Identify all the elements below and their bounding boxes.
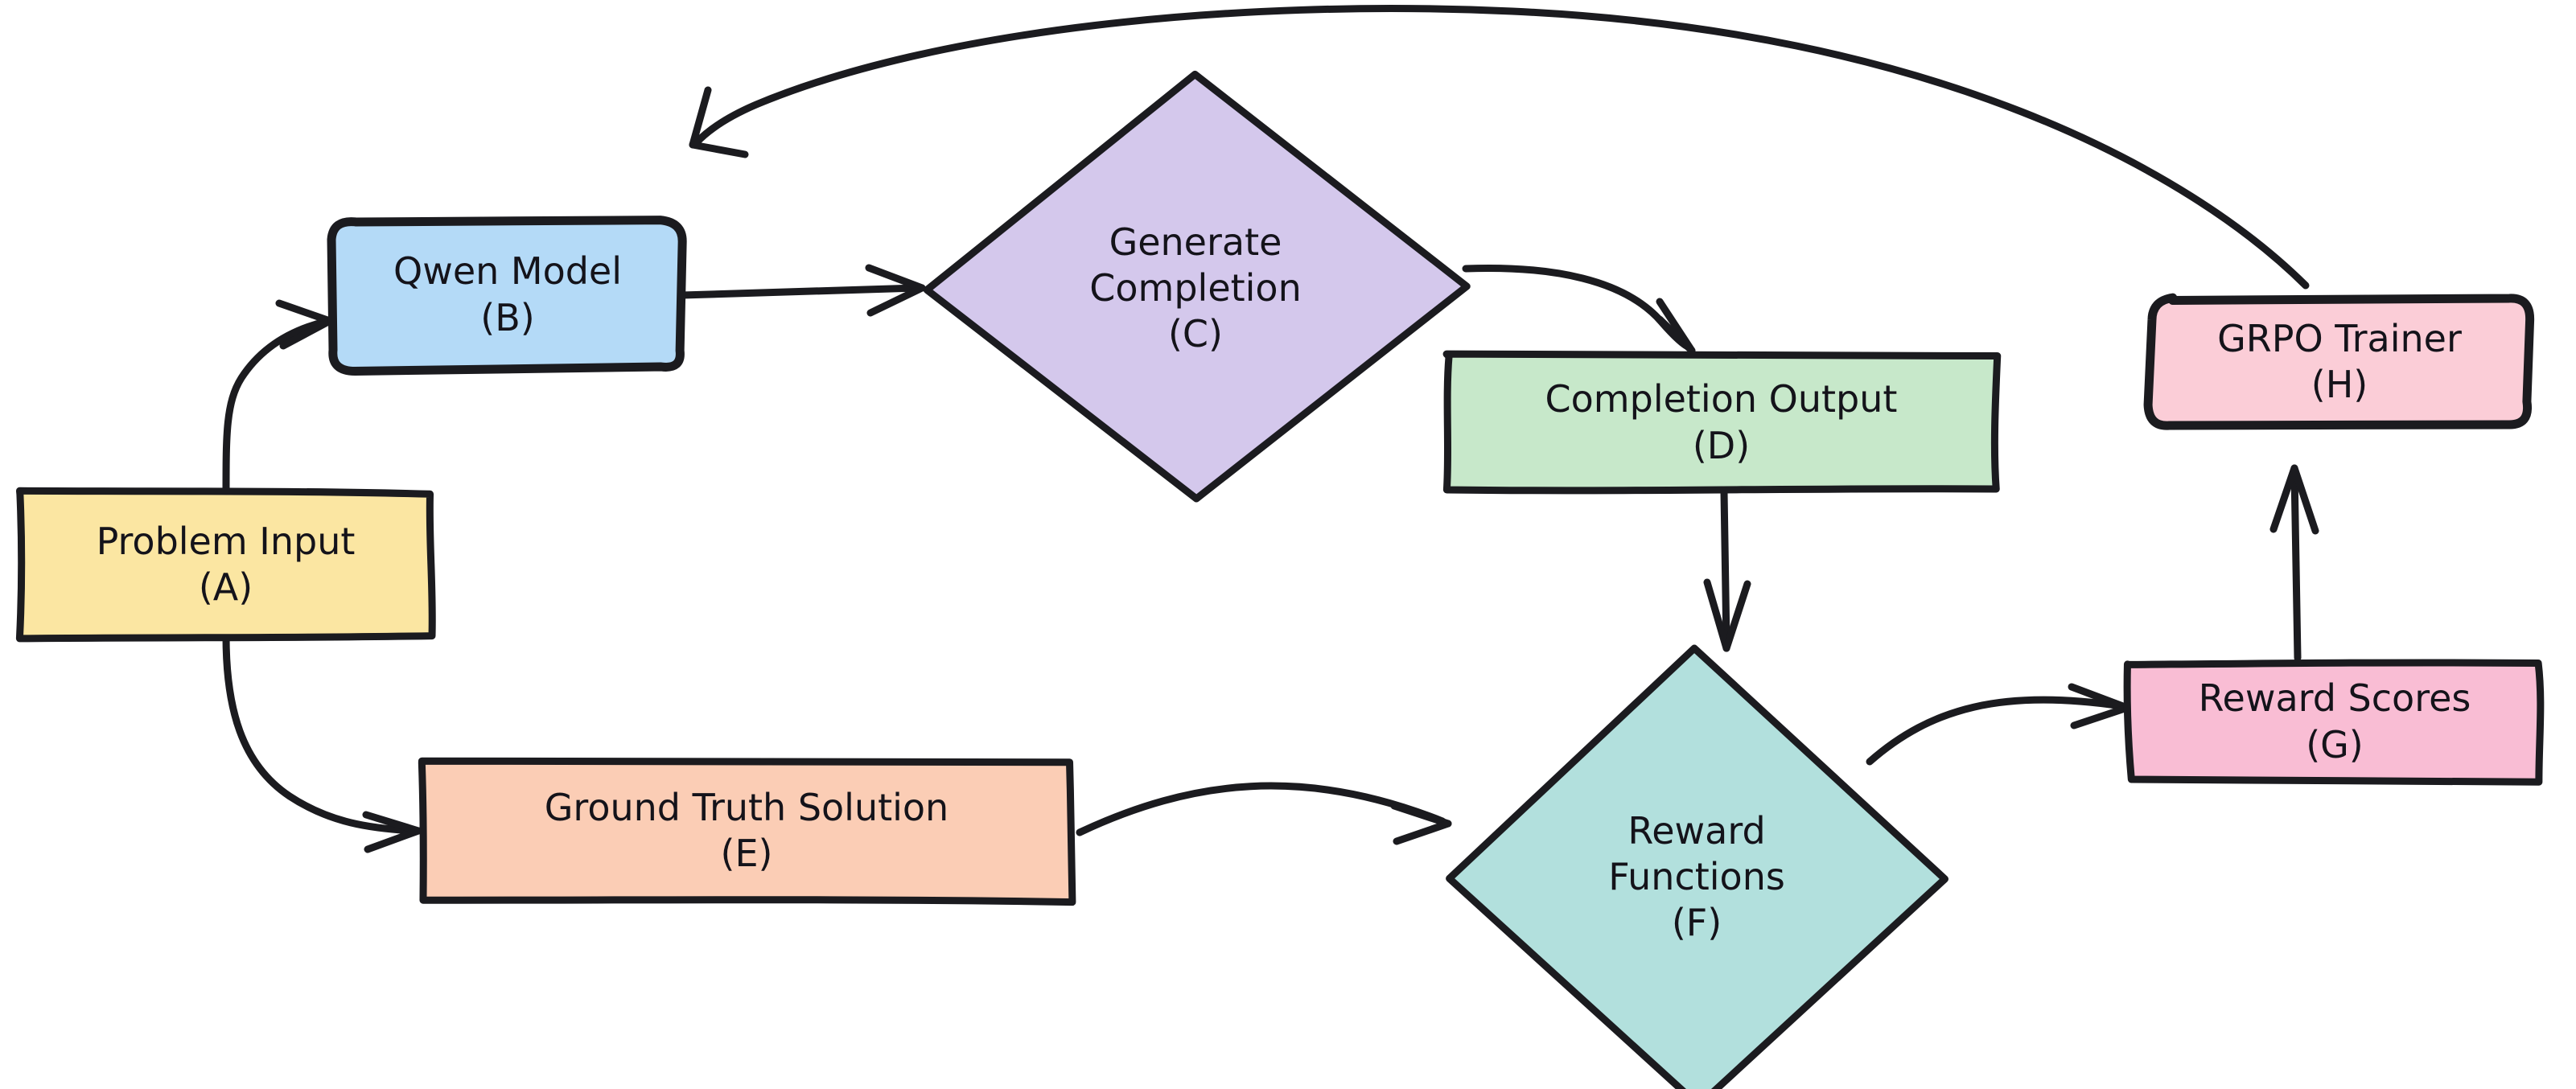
edge-completion-output-to-reward-functions: [1703, 488, 1751, 652]
edge-ground-truth-solution-to-reward-functions: [1076, 782, 1452, 845]
node-ground-truth-solution[interactable]: [418, 757, 1076, 906]
edge-qwen-model-to-generate-completion: [678, 264, 926, 317]
edge-problem-input-to-ground-truth-solution: [222, 632, 422, 853]
node-grpo-trainer[interactable]: [2143, 293, 2535, 430]
node-completion-output[interactable]: [1442, 350, 2002, 495]
node-reward-functions[interactable]: [1446, 644, 1948, 1089]
node-problem-input[interactable]: [15, 487, 436, 643]
edge-grpo-trainer-to-qwen-model: [689, 5, 2310, 290]
node-generate-completion[interactable]: [923, 70, 1471, 503]
edge-problem-input-to-qwen-model: [222, 299, 334, 497]
edge-reward-functions-to-reward-scores: [1866, 683, 2131, 766]
edge-generate-completion-to-completion-output: [1462, 265, 1696, 355]
node-qwen-model[interactable]: [327, 216, 687, 376]
node-reward-scores[interactable]: [2123, 659, 2545, 786]
edge-reward-scores-to-grpo-trainer: [2269, 464, 2319, 662]
